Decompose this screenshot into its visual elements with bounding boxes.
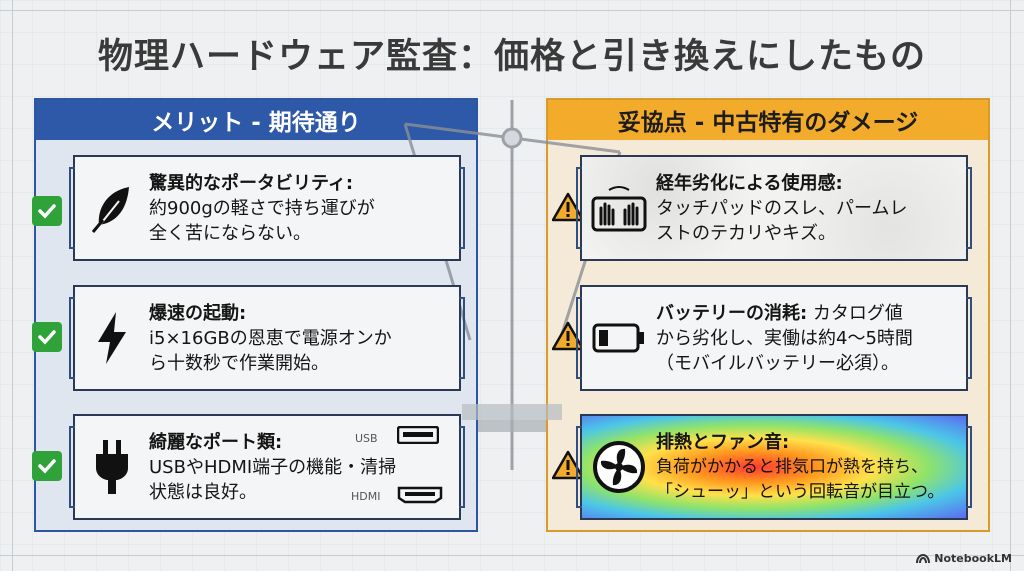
merit-card-boot: 爆速の起動: i5×16GBの恩恵で電源オンか ら十数秒で作業開始。 — [69, 285, 465, 391]
usb-port-icon — [397, 426, 439, 444]
card-line: （モバイルバッテリー必須）。 — [656, 352, 899, 374]
warning-icon — [552, 450, 584, 480]
card-heading: 驚異的なポータビリティ: — [149, 172, 354, 194]
plug-icon — [75, 416, 149, 518]
check-icon — [32, 322, 62, 352]
hands-on-touchpad-icon — [582, 157, 656, 259]
frame-line-bottom — [0, 555, 1024, 556]
compromise-card-wear: 経年劣化による使用感: タッチパッドのスレ、パームレ ストのテカリやキズ。 — [576, 155, 972, 261]
feather-icon — [75, 157, 149, 259]
brand-label: NotebookLM — [934, 552, 1012, 565]
frame-line-left — [12, 0, 13, 571]
compromises-header: 妥協点 - 中古特有のダメージ — [548, 100, 988, 140]
card-heading: 経年劣化による使用感: — [656, 172, 843, 194]
card-line: ストのテカリやキズ。 — [656, 222, 836, 244]
card-line: 状態は良好。 — [149, 481, 257, 503]
merit-card-ports: 綺麗なポート類: USBやHDMI端子の機能・清掃 状態は良好。 USB HDM… — [69, 414, 465, 520]
card-line: 約900gの軽さで持ち運びが — [149, 197, 375, 219]
card-line: から劣化し、実働は約4〜5時間 — [656, 327, 913, 349]
card-line: 「シューッ」という回転音が目立つ。 — [656, 481, 945, 502]
frame-line-top — [0, 10, 1024, 11]
card-line: カタログ値 — [807, 302, 903, 324]
fan-icon — [582, 416, 656, 518]
card-heading: 爆速の起動: — [149, 302, 247, 324]
compromise-card-heat: 排熱とファン音: 負荷がかかると排気口が熱を持ち、 「シューッ」という回転音が目… — [576, 414, 972, 520]
merit-card-portability: 驚異的なポータビリティ: 約900gの軽さで持ち運びが 全く苦にならない。 — [69, 155, 465, 261]
notebooklm-logo-icon — [916, 553, 931, 563]
card-line: タッチパッドのスレ、パームレ — [656, 197, 908, 219]
check-icon — [32, 451, 62, 481]
frame-line-right — [1010, 0, 1011, 571]
compromise-card-battery: バッテリーの消耗: カタログ値 から劣化し、実働は約4〜5時間 （モバイルバッテ… — [576, 285, 972, 391]
card-line: 全く苦にならない。 — [149, 222, 311, 244]
brand-watermark: NotebookLM — [916, 552, 1012, 565]
lightning-icon — [75, 287, 149, 389]
card-line: 負荷がかかると排気口が熱を持ち、 — [656, 456, 928, 477]
page-title: 物理ハードウェア監査：価格と引き換えにしたもの — [97, 37, 926, 77]
card-line: i5×16GBの恩恵で電源オンか — [149, 327, 392, 349]
card-heading: バッテリーの消耗: — [656, 302, 808, 324]
card-line: ら十数秒で作業開始。 — [149, 352, 329, 374]
usb-label: USB — [355, 432, 378, 445]
card-line: USBやHDMI端子の機能・清掃 — [149, 456, 397, 478]
hdmi-label: HDMI — [351, 490, 381, 503]
card-heading: 排熱とファン音: — [656, 431, 790, 453]
card-heading: 綺麗なポート類: — [149, 431, 283, 453]
hdmi-port-icon — [397, 486, 443, 504]
check-icon — [32, 196, 62, 226]
warning-icon — [552, 321, 584, 351]
merits-header: メリット - 期待通り — [36, 100, 476, 140]
battery-low-icon — [582, 287, 656, 389]
warning-icon — [552, 192, 584, 222]
